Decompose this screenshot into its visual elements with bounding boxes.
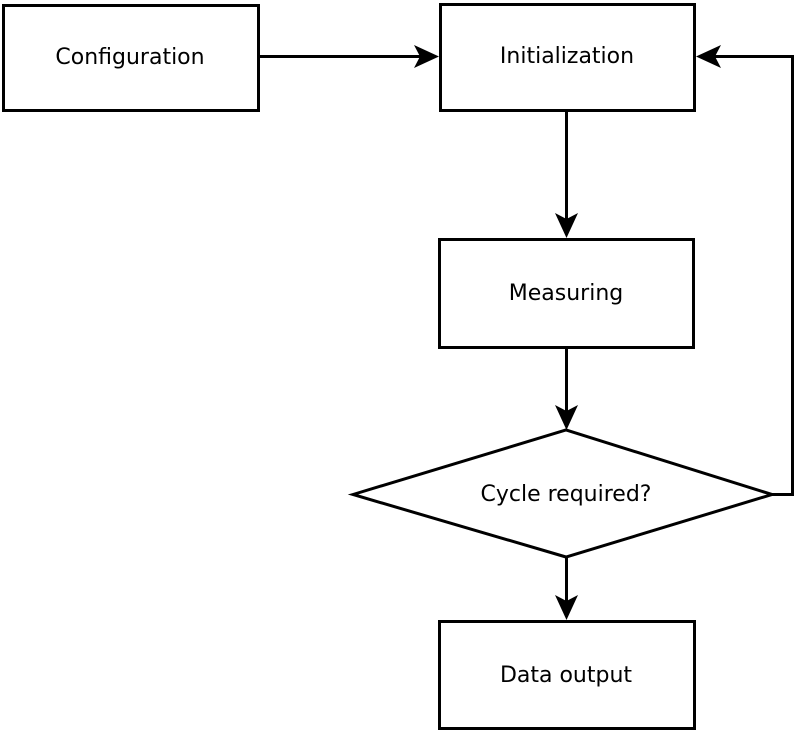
- edge-cycle-required-to-initialization-feedback: [696, 45, 794, 496]
- arrow-head-down-into-data-output: [555, 595, 578, 620]
- configuration-box[interactable]: [2, 4, 260, 112]
- edge-initialization-to-measuring: [555, 111, 578, 238]
- cycle-required-diamond[interactable]: [347, 428, 778, 559]
- node-measuring[interactable]: Measuring: [438, 238, 695, 349]
- arrow-head-right-into-initialization: [414, 45, 439, 68]
- node-initialization[interactable]: Initialization: [439, 3, 696, 112]
- initialization-box[interactable]: [439, 3, 696, 112]
- measuring-label: Measuring: [509, 281, 623, 306]
- arrow-head-left-into-initialization: [696, 45, 721, 68]
- edge-cycle-required-to-data-output: [555, 557, 578, 620]
- data-output-box[interactable]: [438, 620, 696, 730]
- edge-configuration-to-initialization: [259, 45, 439, 68]
- node-data-output[interactable]: Data output: [438, 620, 696, 730]
- initialization-label: Initialization: [500, 44, 634, 69]
- arrow-head-down-into-measuring: [555, 213, 578, 238]
- edge-line-feedback-loop: [705, 55, 794, 496]
- measuring-box[interactable]: [438, 238, 695, 349]
- configuration-label: Configuration: [55, 45, 204, 70]
- cycle-required-label: Cycle required?: [481, 482, 652, 507]
- node-configuration[interactable]: Configuration: [2, 4, 260, 112]
- edge-measuring-to-cycle-required: [555, 349, 578, 430]
- data-output-label: Data output: [500, 663, 632, 688]
- arrow-head-down-into-cycle-required: [555, 405, 578, 430]
- node-cycle-required[interactable]: Cycle required?: [347, 428, 778, 559]
